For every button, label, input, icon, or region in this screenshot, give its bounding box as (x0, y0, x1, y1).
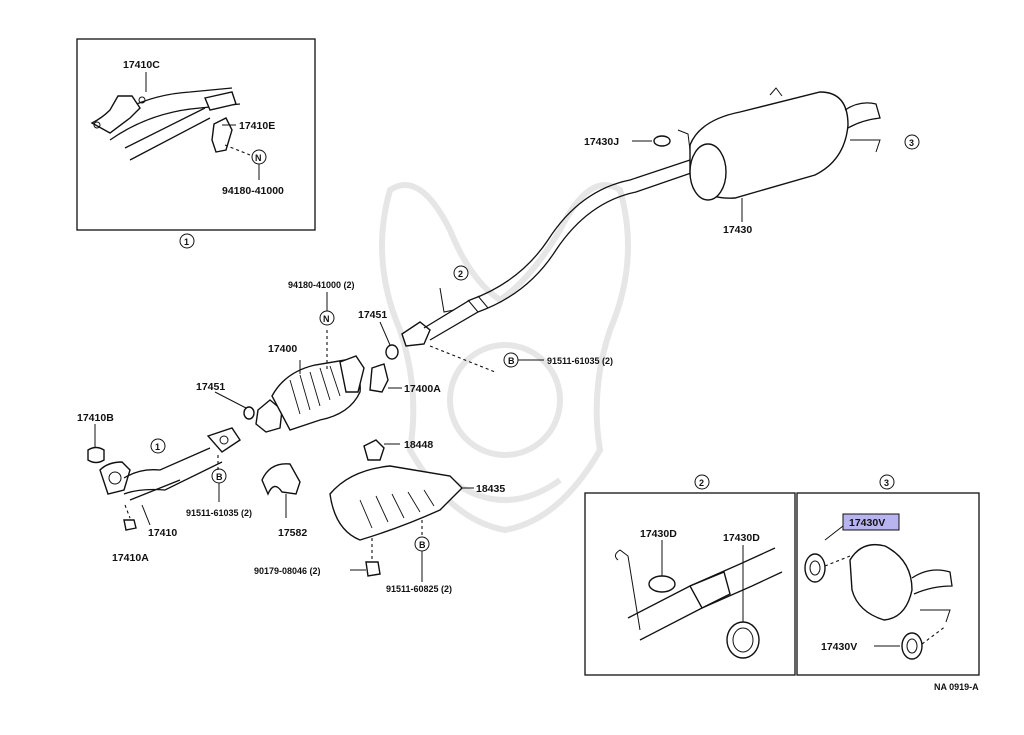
label-94180-41000: 94180-41000 (222, 185, 284, 197)
label-17410: 17410 (148, 527, 177, 539)
inset1-ref: 1 (184, 237, 189, 247)
label-17410A: 17410A (112, 552, 149, 564)
label-17451-a: 17451 (196, 381, 225, 393)
ref-2-main: 2 (458, 269, 463, 279)
label-17430D-2: 17430D (723, 532, 760, 544)
inset-1: N 17410C 17410E 94180-41000 1 (76, 38, 316, 249)
label-18435: 18435 (476, 483, 505, 495)
inset2-ref: 2 (699, 478, 704, 488)
label-17410E: 17410E (239, 120, 275, 132)
label-17430V: 17430V (821, 641, 857, 653)
label-bolt-shield: 91511-60825 (2) (386, 584, 452, 594)
letter-b-shield: B (419, 540, 426, 550)
ref-1-main: 1 (155, 442, 160, 452)
label-17430: 17430 (723, 224, 752, 236)
letter-n-conv: N (323, 314, 330, 324)
inset-2: 2 17430D 17430D (584, 474, 796, 676)
inset1-letter-n: N (255, 153, 262, 163)
label-17400: 17400 (268, 343, 297, 355)
highlight-box (842, 513, 900, 531)
label-bolt-front: 91511-61035 (2) (186, 508, 252, 518)
label-bolt-mid: 91511-61035 (2) (547, 356, 613, 366)
label-18448: 18448 (404, 439, 433, 451)
letter-b-mid: B (508, 356, 515, 366)
label-17430V-highlight[interactable]: 17430V (849, 517, 885, 529)
label-17400A: 17400A (404, 383, 441, 395)
label-17451-b: 17451 (358, 309, 387, 321)
label-17582: 17582 (278, 527, 307, 539)
label-nut-shield: 90179-08046 (2) (254, 566, 321, 576)
label-bolt-conv: 94180-41000 (2) (288, 280, 355, 290)
inset3-ref: 3 (884, 478, 889, 488)
label-17410C: 17410C (123, 59, 160, 71)
label-17410B: 17410B (77, 412, 114, 424)
ref-3-main: 3 (909, 138, 914, 148)
label-17430D-1: 17430D (640, 528, 677, 540)
letter-b-front: B (216, 472, 223, 482)
inset-3: 3 17430V 17430V (796, 474, 980, 676)
label-17430J: 17430J (584, 136, 619, 148)
main-assembly: B 17410B 17410 17410A 91511-61035 (2) 1 … (77, 87, 920, 594)
footer-code: NA 0919-A (934, 682, 979, 692)
